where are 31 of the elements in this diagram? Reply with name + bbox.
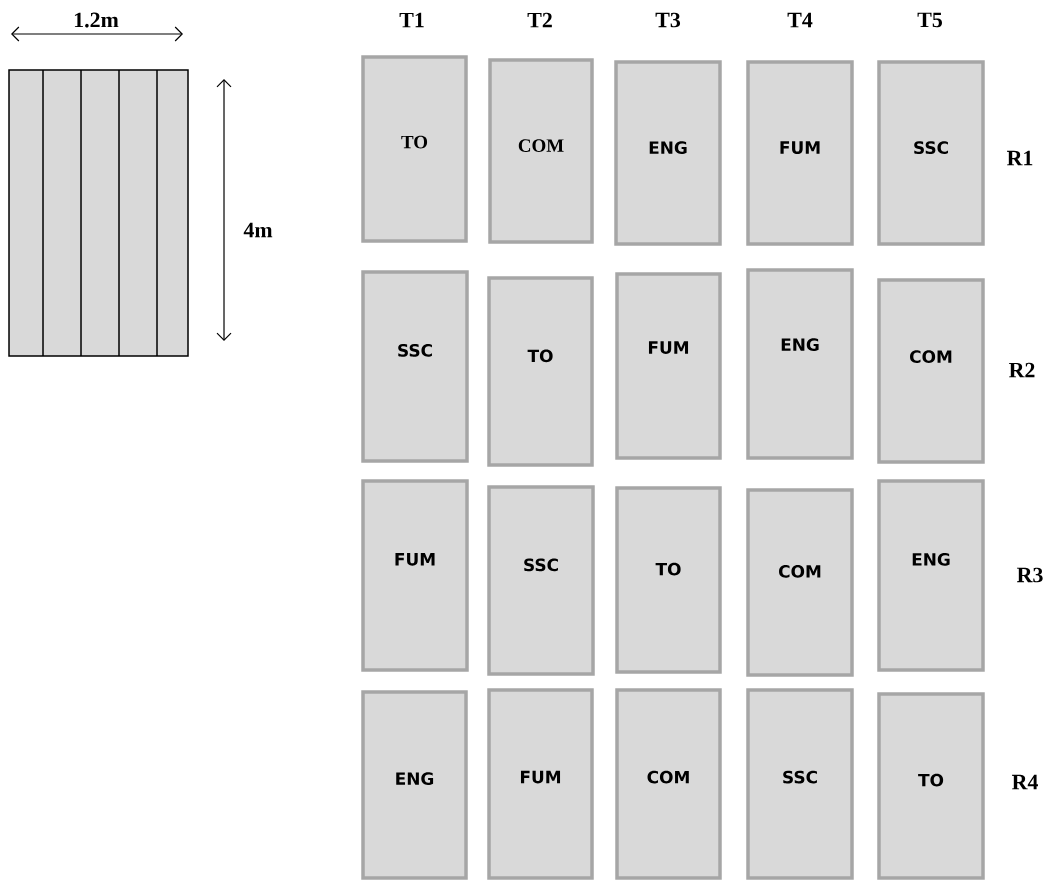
plot-box: FUM xyxy=(361,479,469,672)
column-label: T2 xyxy=(527,12,552,28)
plot-box: FUM xyxy=(746,60,854,246)
plot-box: COM xyxy=(746,488,854,677)
plot-box: SSC xyxy=(361,270,469,463)
row-label: R3 xyxy=(1017,567,1043,583)
row-label: R4 xyxy=(1012,774,1038,790)
plot-box: FUM xyxy=(615,272,722,460)
row-label: R2 xyxy=(1009,362,1035,378)
plot-box: ENG xyxy=(614,60,722,246)
plot-box: ENG xyxy=(746,268,854,460)
plot-box: TO xyxy=(361,55,468,243)
dimension-label: 4m xyxy=(243,222,273,238)
row-label: R1 xyxy=(1007,150,1033,166)
plot-box: SSC xyxy=(877,60,985,246)
plot-box: FUM xyxy=(487,688,594,880)
plot-box: ENG xyxy=(877,479,985,672)
plot-box: COM xyxy=(615,688,722,880)
plot-box: COM xyxy=(877,278,985,464)
column-label: T3 xyxy=(655,12,681,28)
plot-box: ENG xyxy=(361,690,468,880)
column-label: T5 xyxy=(917,12,942,28)
plot-box: TO xyxy=(615,486,722,674)
plot-box: TO xyxy=(877,692,985,880)
plot-box: SSC xyxy=(746,688,854,880)
plot-box: SSC xyxy=(487,485,595,676)
column-label: T1 xyxy=(399,12,424,28)
plot-box: TO xyxy=(487,276,594,467)
dimension-label: 1.2m xyxy=(74,12,119,28)
plot-box: COM xyxy=(488,58,594,244)
column-label: T4 xyxy=(787,12,813,28)
